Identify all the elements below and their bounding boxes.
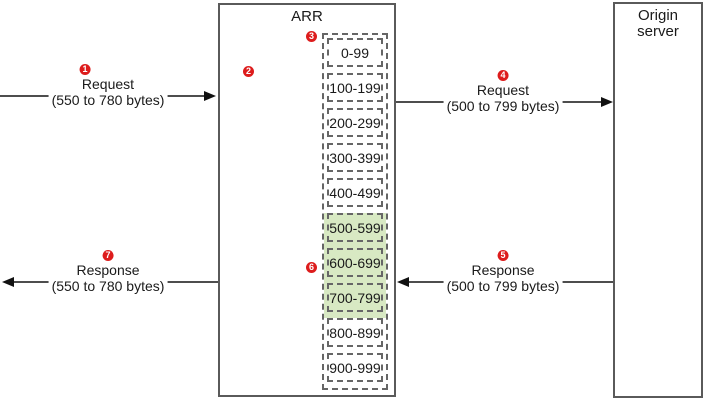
- cache-range-stack: 0-99 100-199 200-299 300-399 400-499 500…: [322, 33, 388, 390]
- request-out-label: 4 Request (500 to 799 bytes): [443, 70, 563, 114]
- step-badge-5: 5: [497, 250, 509, 261]
- cache-range-label: 200-299: [329, 114, 381, 131]
- cache-range-box: 0-99: [327, 38, 383, 67]
- request-out-arrowhead: [601, 97, 613, 107]
- cache-range-label: 600-699: [329, 254, 381, 271]
- cache-range-row: 900-999: [324, 353, 386, 388]
- origin-server-title-line1: Origin: [637, 7, 678, 24]
- request-in-label-text: Request: [81, 76, 135, 92]
- cache-range-label: 700-799: [329, 289, 381, 306]
- cache-range-row-cached: 600-699: [324, 248, 386, 283]
- cache-range-row: 300-399: [324, 143, 386, 178]
- cache-range-box: 800-899: [327, 318, 383, 347]
- cache-range-row: 100-199: [324, 73, 386, 108]
- response-out-label-text: Response: [76, 262, 140, 278]
- origin-server-box: Origin server: [613, 2, 703, 398]
- cache-range-row: 800-899: [324, 318, 386, 353]
- request-in-arrowhead: [204, 91, 216, 101]
- cache-range-box: 300-399: [327, 143, 383, 172]
- cache-range-row: 0-99: [324, 38, 386, 73]
- cache-range-row-cached: 500-599: [324, 213, 386, 248]
- cache-range-box: 200-299: [327, 108, 383, 137]
- cache-range-row-cached: 700-799: [324, 283, 386, 318]
- cache-range-label: 100-199: [329, 79, 381, 96]
- response-out-label-detail: (550 to 780 bytes): [51, 278, 165, 294]
- cache-range-label: 400-499: [329, 184, 381, 201]
- response-out-label: 7 Response (550 to 780 bytes): [48, 250, 168, 294]
- step-badge-3: 3: [306, 31, 317, 42]
- step-badge-7: 7: [102, 250, 114, 261]
- request-in-label-detail: (550 to 780 bytes): [51, 92, 165, 108]
- step-badge-1: 1: [79, 64, 91, 75]
- step-badge-4: 4: [497, 70, 509, 81]
- request-out-label-detail: (500 to 799 bytes): [446, 98, 560, 114]
- cache-range-label: 500-599: [329, 219, 381, 236]
- response-in-label: 5 Response (500 to 799 bytes): [443, 250, 563, 294]
- request-out-label-text: Request: [476, 82, 530, 98]
- cache-range-label: 900-999: [329, 359, 381, 376]
- response-in-label-detail: (500 to 799 bytes): [446, 278, 560, 294]
- response-in-arrowhead: [397, 277, 409, 287]
- cache-range-box: 500-599: [327, 213, 383, 242]
- origin-server-title-line2: server: [637, 23, 679, 40]
- cache-range-row: 200-299: [324, 108, 386, 143]
- cache-range-row: 400-499: [324, 178, 386, 213]
- cache-range-box: 400-499: [327, 178, 383, 207]
- cache-range-box: 100-199: [327, 73, 383, 102]
- step-badge-2: 2: [243, 66, 254, 77]
- cache-range-label: 300-399: [329, 149, 381, 166]
- cache-range-box: 700-799: [327, 283, 383, 312]
- step-badge-6: 6: [306, 262, 317, 273]
- response-out-arrowhead: [2, 277, 14, 287]
- request-in-label: 1 Request (550 to 780 bytes): [48, 64, 168, 108]
- cache-range-label: 800-899: [329, 324, 381, 341]
- cache-range-box: 600-699: [327, 248, 383, 277]
- cache-range-box: 900-999: [327, 353, 383, 382]
- cache-range-label: 0-99: [340, 44, 370, 61]
- origin-server-title: Origin server: [615, 4, 701, 40]
- arr-box-title: ARR: [291, 8, 323, 25]
- response-in-label-text: Response: [471, 262, 535, 278]
